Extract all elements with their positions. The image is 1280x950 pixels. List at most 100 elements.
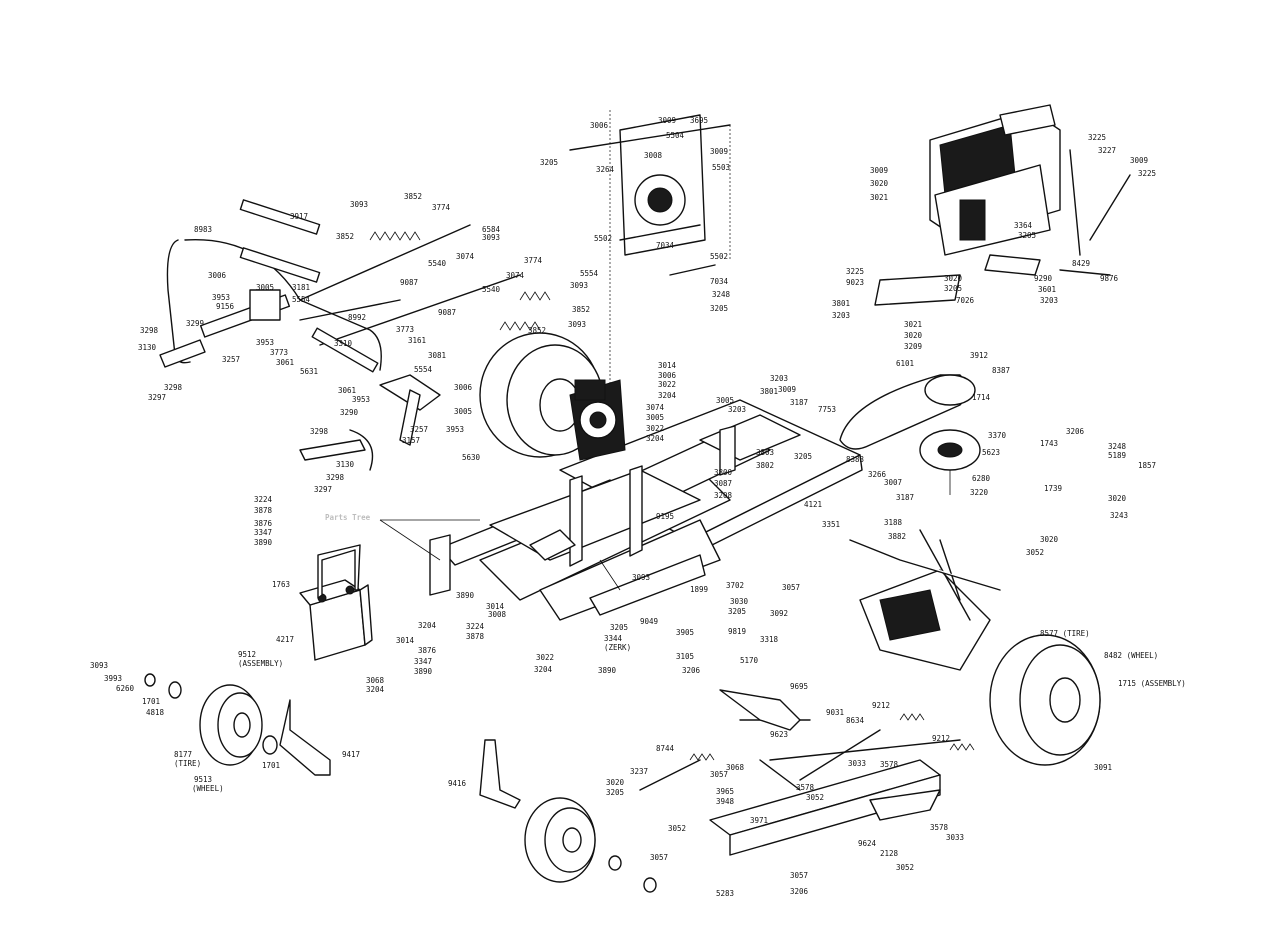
callout-3890: 3890 [598, 666, 617, 675]
callout-3257: 3257 [222, 355, 240, 364]
callout-9023: 9023 [846, 278, 864, 287]
callout-3007: 3007 [884, 478, 902, 487]
callout-3022: 3022 [646, 424, 664, 433]
callout-3008: 3008 [488, 610, 507, 619]
callout-3347: 3347 [414, 657, 432, 666]
rear-right-tire [989, 634, 1101, 766]
callout-6280: 6280 [972, 474, 991, 483]
callout-3006: 3006 [454, 383, 473, 392]
callout-3264: 3264 [596, 165, 615, 174]
callout-3773: 3773 [270, 348, 288, 357]
callout-3905: 3905 [676, 628, 694, 637]
callout-3205: 3205 [540, 158, 558, 167]
callout-3204: 3204 [534, 665, 553, 674]
front-axle [639, 689, 975, 856]
callout-1701: 1701 [142, 697, 160, 706]
callout-1701: 1701 [262, 761, 280, 770]
callout-3364: 3364 [1014, 221, 1033, 230]
callout-5502: 5502 [710, 252, 728, 261]
callout-8429: 8429 [1072, 259, 1090, 268]
callout-3298: 3298 [326, 473, 345, 482]
callout-3074: 3074 [646, 403, 665, 412]
callout-3205: 3205 [1018, 231, 1036, 240]
callout-1763: 1763 [272, 580, 290, 589]
callout-3953: 3953 [446, 425, 464, 434]
callout-3014: 3014 [396, 636, 415, 645]
callout-3298: 3298 [164, 383, 183, 392]
callout-3205: 3205 [606, 788, 624, 797]
callout-4217: 4217 [276, 635, 294, 644]
callout-zerk: (ZERK) [604, 643, 631, 652]
callout-9623: 9623 [770, 730, 788, 739]
callout-3130: 3130 [138, 343, 157, 352]
callout-3298: 3298 [140, 326, 159, 335]
callout-3057: 3057 [650, 853, 668, 862]
main-frame [379, 399, 863, 621]
callout-3299: 3299 [186, 319, 204, 328]
callout-3021: 3021 [904, 320, 922, 329]
callout-5283: 5283 [716, 889, 734, 898]
callout-5630: 5630 [462, 453, 481, 462]
callout-3020: 3020 [870, 179, 889, 188]
callout-1715: 1715 (ASSEMBLY) [1118, 679, 1186, 688]
callout-9212: 9212 [872, 701, 890, 710]
callout-8482: 8482 (WHEEL) [1104, 651, 1158, 660]
callout-3052: 3052 [806, 793, 824, 802]
callout-9087: 9087 [400, 278, 418, 287]
callout-3802: 3802 [756, 461, 774, 470]
callout-3351: 3351 [822, 520, 840, 529]
callout-3266: 3266 [868, 470, 887, 479]
callout-1899: 1899 [690, 585, 708, 594]
callout-8983: 8983 [194, 225, 212, 234]
callout-3297: 3297 [148, 393, 166, 402]
callout-3224: 3224 [466, 622, 485, 631]
callout-3204: 3204 [646, 434, 665, 443]
front-center-tire [479, 739, 657, 893]
callout-3206: 3206 [1066, 427, 1085, 436]
callout-3206: 3206 [682, 666, 701, 675]
callout-9195: 9195 [656, 512, 674, 521]
callout-3220: 3220 [970, 488, 989, 497]
callout-3852: 3852 [336, 232, 354, 241]
callout-3033: 3033 [848, 759, 866, 768]
callout-3204: 3204 [418, 621, 437, 630]
callout-6101: 6101 [896, 359, 914, 368]
callout-3298: 3298 [310, 427, 329, 436]
callout-3318: 3318 [760, 635, 779, 644]
callout-3092: 3092 [770, 609, 788, 618]
callout-3005: 3005 [646, 413, 664, 422]
callout-assembly: (ASSEMBLY) [238, 659, 283, 668]
callout-3890: 3890 [414, 667, 433, 676]
callout-3224: 3224 [254, 495, 273, 504]
callout-3187: 3187 [896, 493, 914, 502]
callout-3052: 3052 [1026, 548, 1044, 557]
callout-5631: 5631 [300, 367, 318, 376]
callout-3803: 3803 [756, 448, 774, 457]
callout-3205: 3205 [610, 623, 628, 632]
callout-3208: 3208 [714, 491, 733, 500]
callout-3852: 3852 [528, 326, 546, 335]
callout-3052: 3052 [896, 863, 914, 872]
callout-3020: 3020 [904, 331, 923, 340]
callout-3074: 3074 [456, 252, 475, 261]
callout-3020: 3020 [944, 274, 963, 283]
callout-3248: 3248 [712, 290, 731, 299]
callout-8383: 8383 [846, 455, 864, 464]
callout-3702: 3702 [726, 581, 744, 590]
callout-1857: 1857 [1138, 461, 1156, 470]
callout-3057: 3057 [710, 770, 728, 779]
callout-4121: 4121 [804, 500, 822, 509]
engine-plate [874, 254, 1111, 306]
callout-3225: 3225 [1088, 133, 1106, 142]
callout-3181: 3181 [292, 283, 310, 292]
upper-center-bracket [569, 110, 731, 385]
callout-3876: 3876 [418, 646, 437, 655]
callout-9695: 9695 [790, 682, 808, 691]
callout-3205: 3205 [944, 284, 962, 293]
callout-3187: 3187 [790, 398, 808, 407]
callout-3965: 3965 [716, 787, 734, 796]
callout-3093: 3093 [90, 661, 108, 670]
callout-8634: 8634 [846, 716, 865, 725]
callout-3344: 3344 [604, 634, 623, 643]
callout-3852: 3852 [572, 305, 590, 314]
